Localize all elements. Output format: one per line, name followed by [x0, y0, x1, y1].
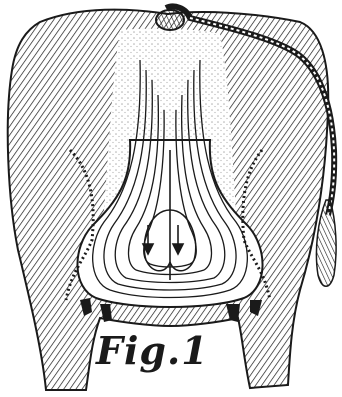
- tail-base: [156, 10, 184, 30]
- tail-switch: [316, 200, 336, 286]
- figure-caption: Fig.1: [96, 326, 236, 376]
